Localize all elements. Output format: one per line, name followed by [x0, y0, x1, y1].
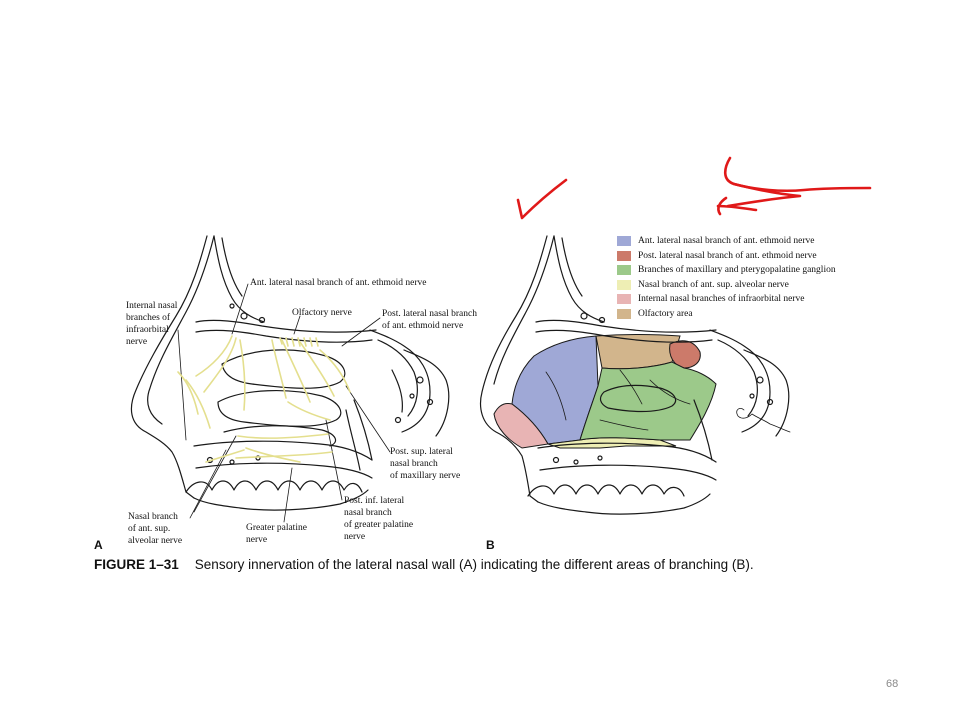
- label-post-lateral-nasal-branch: Post. lateral nasal branch of ant. ethmo…: [382, 309, 477, 331]
- label-olfactory-nerve: Olfactory nerve: [292, 308, 352, 318]
- label-greater-palatine-nerve: Greater palatine nerve: [246, 523, 307, 545]
- panel-a-letter: A: [94, 538, 103, 552]
- page-number: 68: [886, 678, 899, 690]
- panel-a-nerves: [177, 335, 351, 463]
- legend-label: Post. lateral nasal branch of ant. ethmo…: [638, 250, 817, 261]
- label-nasal-branch-sup-alveolar: Nasal branch of ant. sup. alveolar nerve: [128, 512, 183, 546]
- legend-item: Ant. lateral nasal branch of ant. ethmoi…: [617, 234, 867, 249]
- panel-a-leader-lines: [177, 283, 391, 523]
- panel-b-skull: [479, 235, 791, 515]
- label-internal-nasal-branches: Internal nasal branches of infraorbital …: [126, 301, 178, 347]
- legend-label: Nasal branch of ant. sup. alveolar nerve: [638, 279, 789, 290]
- panel-b-legend: Ant. lateral nasal branch of ant. ethmoi…: [617, 234, 867, 321]
- legend-item: Post. lateral nasal branch of ant. ethmo…: [617, 249, 867, 264]
- legend-item: Branches of maxillary and pterygopalatin…: [617, 263, 867, 278]
- legend-swatch: [617, 308, 631, 319]
- label-ant-lateral-nasal-branch: Ant. lateral nasal branch of ant. ethmoi…: [250, 278, 427, 288]
- panel-a-skull: [130, 235, 450, 511]
- legend-item: Olfactory area: [617, 307, 867, 322]
- legend-label: Ant. lateral nasal branch of ant. ethmoi…: [638, 236, 815, 247]
- legend-label: Internal nasal branches of infraorbital …: [638, 294, 805, 305]
- legend-label: Branches of maxillary and pterygopalatin…: [638, 265, 836, 276]
- label-post-sup-lateral-nasal-branch: Post. sup. lateral nasal branch of maxil…: [390, 447, 461, 481]
- legend-item: Nasal branch of ant. sup. alveolar nerve: [617, 278, 867, 293]
- legend-swatch: [617, 250, 631, 261]
- label-post-inf-lateral-nasal-branch: Post. inf. lateral nasal branch of great…: [344, 496, 414, 542]
- legend-swatch: [617, 236, 631, 247]
- legend-item: Internal nasal branches of infraorbital …: [617, 292, 867, 307]
- legend-swatch: [617, 265, 631, 276]
- legend-label: Olfactory area: [638, 308, 693, 319]
- legend-swatch: [617, 279, 631, 290]
- figure-caption-text: Sensory innervation of the lateral nasal…: [194, 557, 754, 572]
- figure-number: FIGURE 1–31: [94, 557, 179, 572]
- panel-b-areas: [493, 334, 717, 449]
- panel-b-letter: B: [486, 538, 495, 552]
- red-ink-annotations: [516, 156, 872, 220]
- figure-caption: FIGURE 1–31 Sensory innervation of the la…: [94, 557, 754, 572]
- legend-swatch: [617, 294, 631, 305]
